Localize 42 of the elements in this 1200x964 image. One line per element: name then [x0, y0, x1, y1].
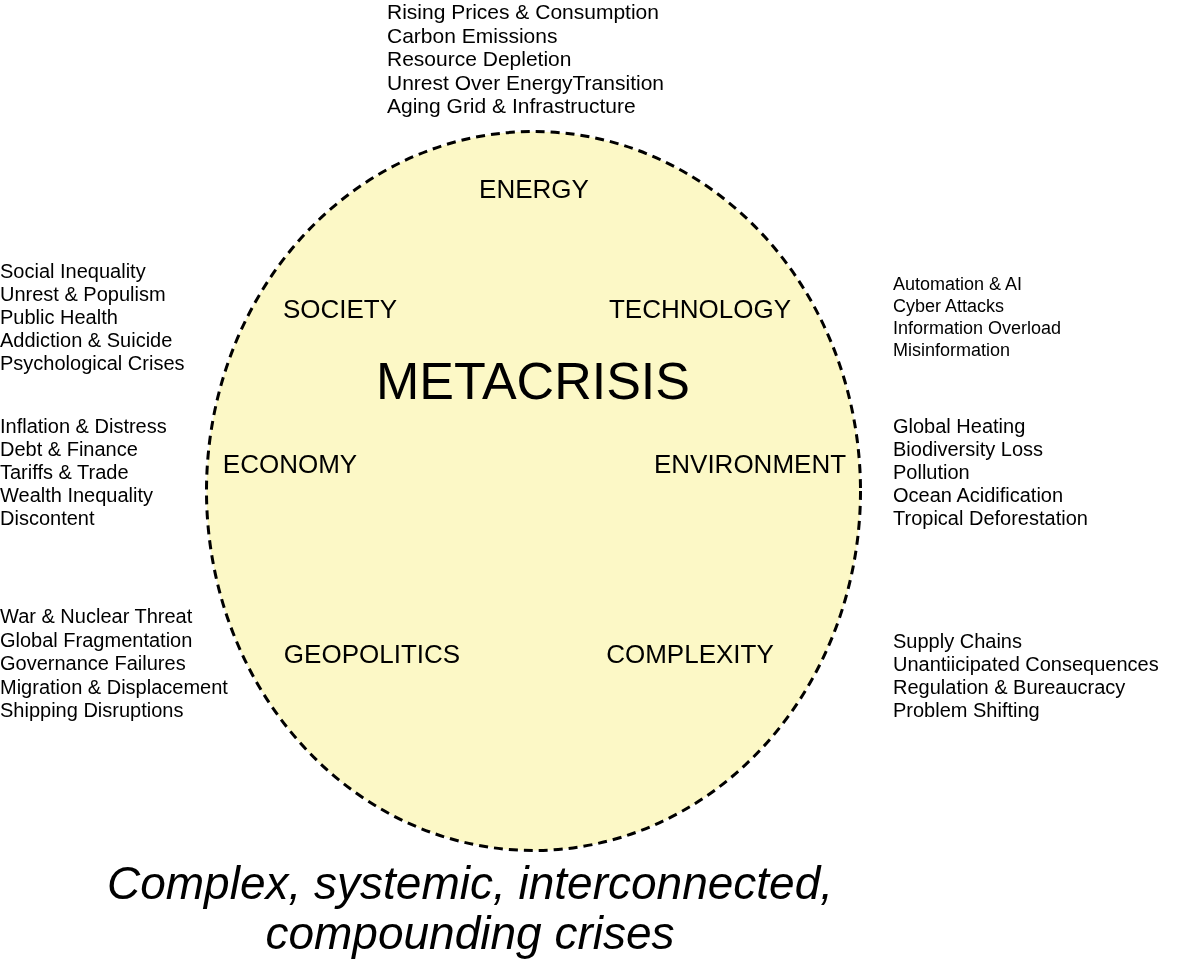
caption: Complex, systemic, interconnected, compounding crises [105, 858, 835, 958]
category-label: GEOPOLITICS [283, 640, 461, 670]
category-label: COMPLEXITY [606, 640, 774, 670]
issue-label: Governance Failures [0, 652, 186, 674]
issue-label: Tropical Deforestation [893, 507, 1088, 529]
issue-label: Global Heating [893, 415, 1026, 437]
issue-label: Rising Prices & Consumption [387, 0, 659, 24]
issue-label: Biodiversity Loss [893, 438, 1044, 460]
issue-label: Inflation & Distress [0, 415, 167, 437]
issue-label: Resource Depletion [387, 47, 572, 71]
issue-label: Psychological Crises [0, 352, 185, 374]
issue-label: Ocean Acidification [893, 484, 1064, 506]
issue-label: Unrest & Populism [0, 283, 166, 305]
issue-label: Debt & Finance [0, 438, 138, 460]
issue-label: Aging Grid & Infrastructure [387, 94, 636, 118]
issue-label: Carbon Emissions [387, 23, 558, 47]
issue-label: Shipping Disruptions [0, 699, 184, 721]
issue-label: Migration & Displacement [0, 675, 228, 698]
issue-label: Public Health [0, 306, 118, 328]
issue-label: Tariffs & Trade [0, 461, 129, 483]
issue-label: Misinformation [893, 341, 1011, 361]
category-label: ENVIRONMENT [653, 450, 847, 480]
issue-label: Unrest Over EnergyTransition [387, 70, 664, 94]
category-label: SOCIETY [282, 295, 398, 325]
issue-label: Social Inequality [0, 260, 146, 282]
issue-label: Global Fragmentation [0, 628, 193, 651]
issue-label: Wealth Inequality [0, 484, 154, 506]
issue-label: Discontent [0, 507, 95, 529]
issue-label: Problem Shifting [893, 699, 1040, 721]
issue-label: Addiction & Suicide [0, 329, 173, 351]
central-title: METACRISIS [376, 352, 690, 412]
issue-label: Unantiicipated Consequences [893, 653, 1159, 675]
issue-label: Automation & AI [893, 275, 1023, 295]
category-label: TECHNOLOGY [609, 295, 791, 325]
category-label: ENERGY [479, 175, 589, 205]
issue-label: Supply Chains [893, 630, 1022, 652]
issue-label: Information Overload [893, 319, 1062, 339]
category-label: ECONOMY [222, 450, 358, 480]
issue-label: Pollution [893, 461, 970, 483]
issue-label: Cyber Attacks [893, 297, 1005, 317]
issue-label: War & Nuclear Threat [0, 605, 193, 627]
issue-label: Regulation & Bureaucracy [893, 676, 1126, 698]
